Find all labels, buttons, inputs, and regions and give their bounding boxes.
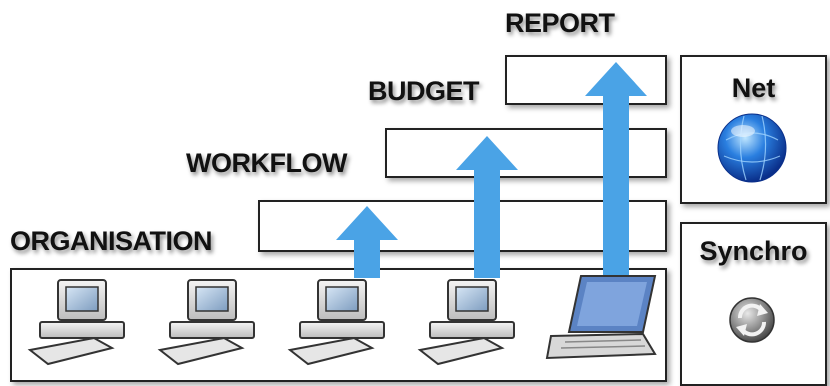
globe-icon: [717, 113, 787, 183]
report-box: [505, 55, 667, 105]
desktop-computer-icon: [157, 279, 255, 366]
synchro-title: Synchro: [699, 236, 808, 266]
workflow-label: WORKFLOW: [186, 148, 347, 178]
sync-icon: [729, 297, 775, 343]
architecture-diagram: REPORT BUDGET WORKFLOW ORGANISATION Net …: [10, 8, 827, 386]
diagram-graphics: [27, 62, 787, 366]
desktop-computer-icon: [417, 279, 515, 366]
net-title: Net: [731, 73, 776, 103]
organisation-label: ORGANISATION: [10, 226, 213, 256]
arrow-to-report: [585, 62, 647, 278]
laptop-icon: [545, 275, 657, 360]
arrow-to-budget: [456, 136, 518, 278]
desktop-computer-icon: [287, 279, 385, 366]
desktop-computer-icon: [27, 279, 125, 366]
workflow-box: [258, 200, 667, 252]
arrow-to-workflow: [336, 206, 398, 278]
budget-label: BUDGET: [368, 76, 480, 106]
report-label: REPORT: [505, 8, 615, 38]
